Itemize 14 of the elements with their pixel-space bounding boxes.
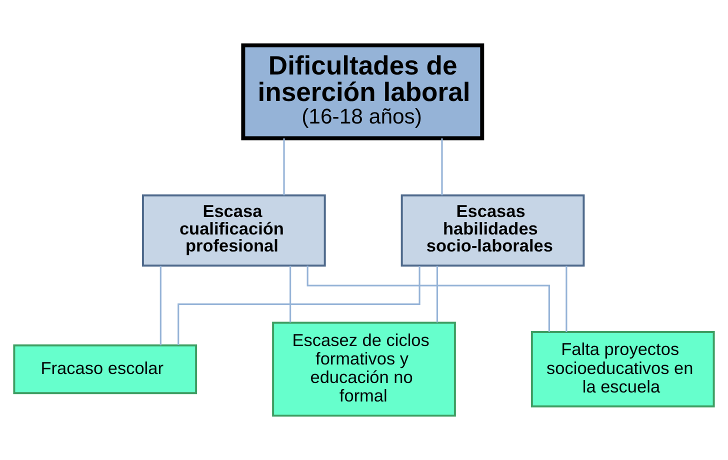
node-box: Escasa cualificación profesional <box>142 194 326 266</box>
node-box: Falta proyectos socioeducativos en la escuela <box>530 330 715 407</box>
node-box: Escasez de ciclos formativos y educación no formal <box>272 321 456 416</box>
connector <box>306 265 550 332</box>
node-box: Fracaso escolar <box>13 344 198 394</box>
node-box: Escasas habilidades socio-laborales <box>400 194 585 266</box>
connector <box>290 265 292 322</box>
connector <box>160 265 162 345</box>
connector <box>283 138 285 195</box>
node-box: Dificultades de inserción laboral (16-18 años) <box>241 42 484 140</box>
connector <box>178 266 420 344</box>
connector <box>566 265 568 332</box>
connector <box>436 265 438 322</box>
connector <box>441 138 443 195</box>
